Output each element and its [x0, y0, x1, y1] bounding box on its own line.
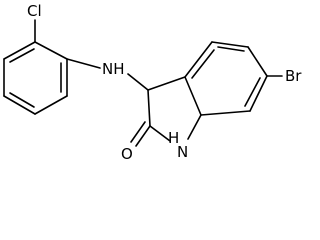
double-bond-inner: [191, 49, 215, 79]
oxygen-label: O: [121, 145, 133, 163]
double-bond-inner: [9, 48, 35, 63]
bond: [3, 95, 36, 115]
double-bond-inner: [9, 92, 35, 108]
bromine-label: Br: [285, 67, 302, 85]
lactam-ring: [147, 76, 202, 142]
bond: [249, 75, 268, 112]
bond: [187, 114, 202, 140]
benzo-ring: [184, 41, 268, 116]
bond: [200, 110, 251, 116]
bond: [149, 125, 171, 142]
bond: [247, 46, 268, 77]
ring-h-label: H: [168, 129, 179, 147]
chlorophenyl-ring: [3, 41, 68, 115]
bond: [34, 95, 68, 115]
double-bond-inner: [244, 77, 261, 107]
bond-nh-c3: [127, 73, 149, 91]
ring-n-label: N: [177, 143, 188, 161]
bond: [184, 41, 213, 78]
structure-drawing: Cl NH Br O H N: [3, 2, 302, 163]
bond-c-nh: [66, 58, 101, 69]
bond-c-o-double: [130, 121, 146, 143]
bond: [3, 41, 36, 60]
bond-c-o: [135, 125, 151, 147]
bond: [211, 41, 249, 48]
double-bond-inner: [217, 46, 245, 52]
bond: [34, 41, 68, 60]
bond: [184, 76, 202, 116]
bond: [147, 89, 151, 127]
bond: [147, 76, 186, 91]
molecule-diagram: Cl NH Br O H N: [3, 2, 302, 163]
chlorine-label: Cl: [27, 2, 42, 20]
amine-nh-label: NH: [102, 60, 125, 78]
